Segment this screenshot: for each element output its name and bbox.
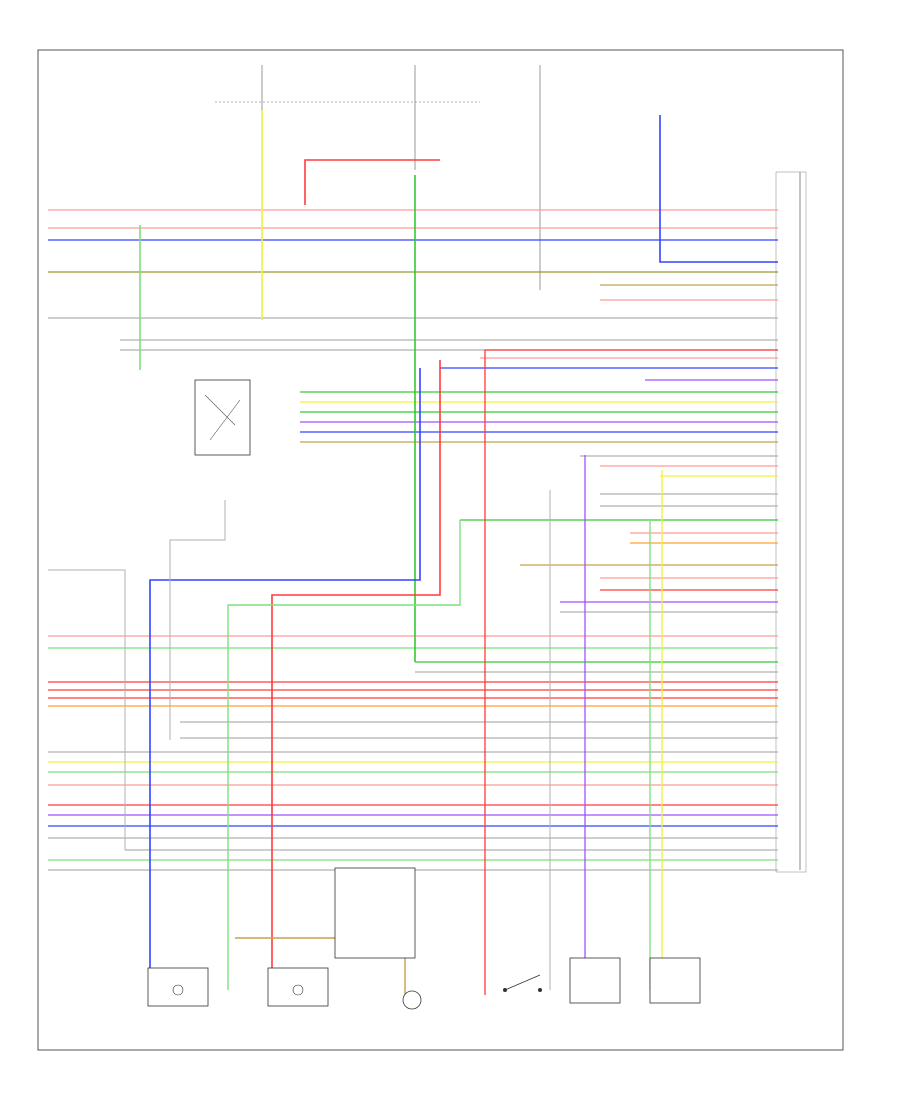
ecm-box	[775, 171, 807, 873]
wire-gray-67	[48, 569, 126, 850]
wire-red-62	[484, 349, 778, 995]
wires-layer	[48, 110, 778, 1000]
sensor-far-right	[649, 957, 701, 1004]
sensor-center-left	[267, 967, 329, 1007]
wire-red-54	[304, 159, 440, 205]
sensor-center	[402, 990, 422, 1010]
sensor-left	[147, 967, 209, 1007]
diagram-frame	[37, 49, 844, 1051]
lever-switch	[194, 379, 251, 456]
switch-center	[503, 974, 542, 992]
wire-light_green-60	[227, 520, 461, 990]
wire-red-59	[271, 360, 441, 990]
wire-gray-68	[169, 500, 226, 740]
wire-blue-58	[149, 368, 421, 990]
sensor-right	[569, 957, 621, 1004]
wire-blue-57	[659, 115, 778, 263]
solenoid-block	[334, 867, 416, 959]
